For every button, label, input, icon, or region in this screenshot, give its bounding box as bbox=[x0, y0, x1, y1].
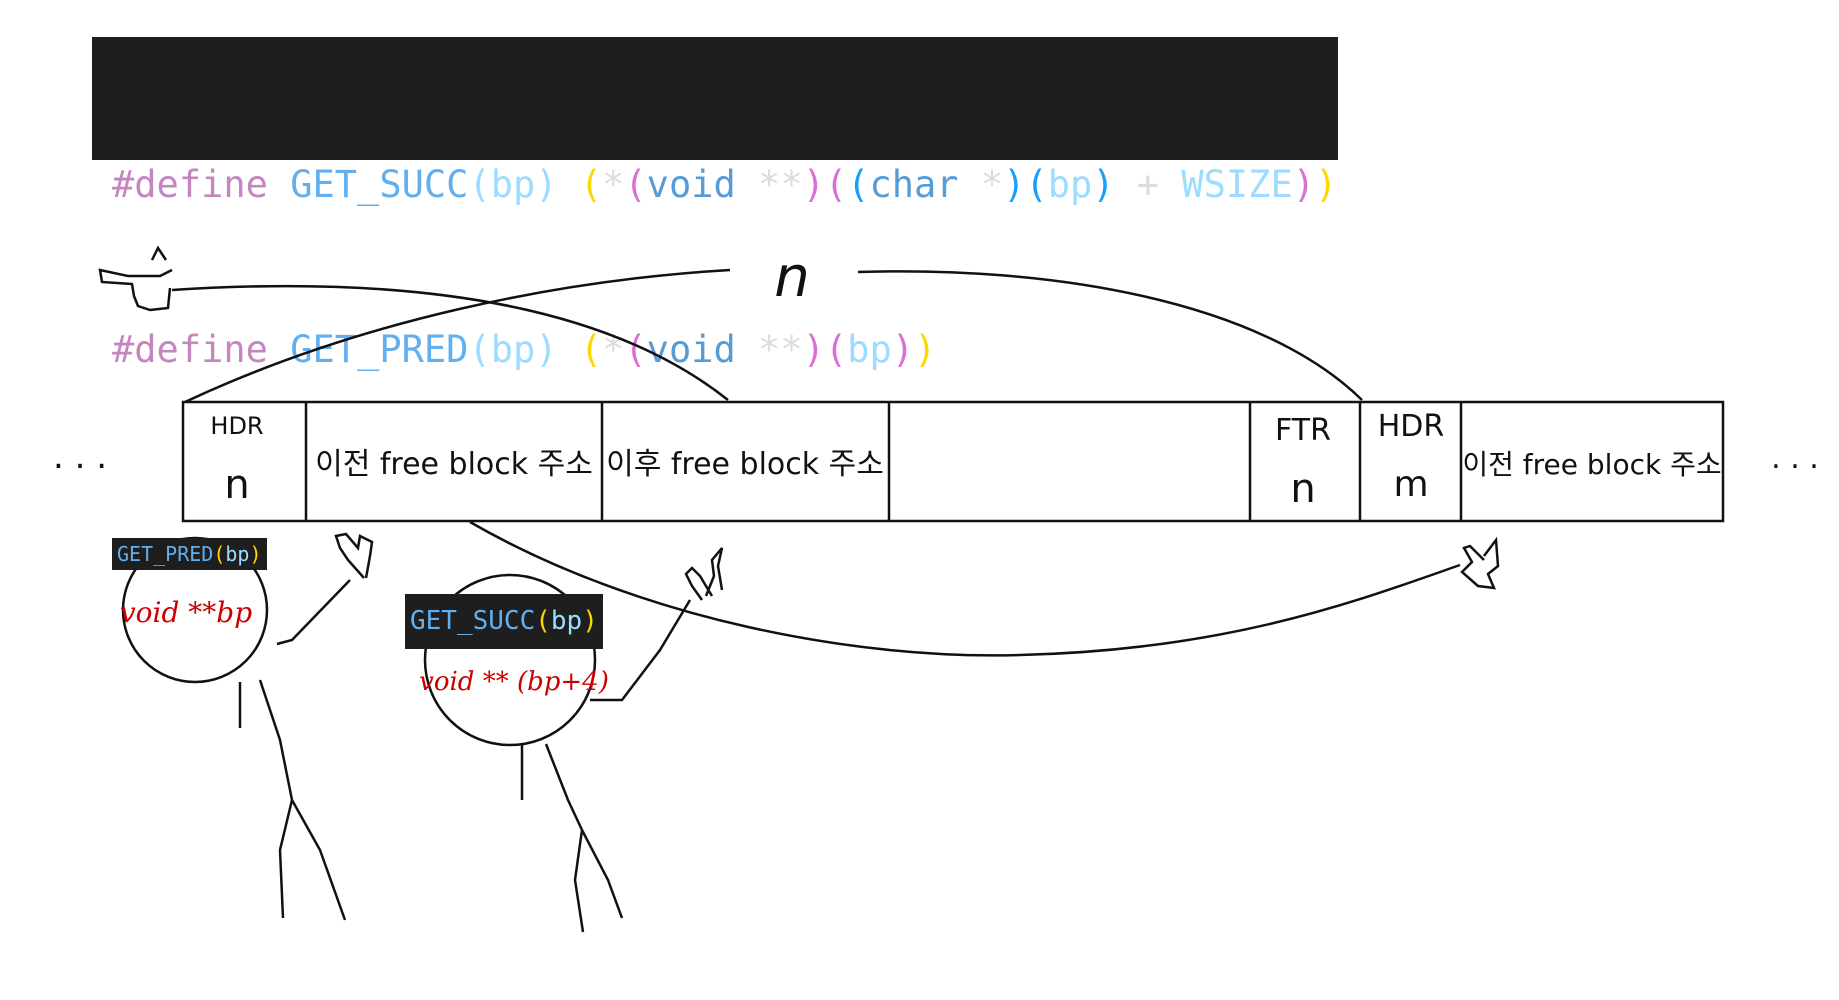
pred-pointer-arc bbox=[171, 284, 729, 401]
cell-ftr-size: n bbox=[1290, 466, 1315, 512]
code-token: ) bbox=[1003, 163, 1026, 206]
macro-tag-succ: GET_SUCC(bp) bbox=[405, 594, 603, 649]
macro-name-succ: GET_SUCC bbox=[290, 163, 469, 206]
succ-pointer-arc bbox=[469, 520, 1461, 657]
code-token: ( bbox=[579, 163, 603, 206]
pointing-hand-icon bbox=[684, 547, 724, 601]
code-token: bp bbox=[1047, 163, 1093, 206]
strip-outline bbox=[181, 400, 1725, 523]
ellipsis-left: . . . bbox=[53, 437, 107, 477]
figure-body bbox=[544, 743, 584, 831]
code-token: ) bbox=[914, 328, 937, 371]
define-keyword: #define bbox=[112, 163, 268, 206]
pointing-hand-icon bbox=[334, 532, 374, 579]
pointing-hand-icon bbox=[1460, 536, 1500, 590]
macro-tag-fn: GET_SUCC bbox=[410, 606, 536, 636]
macro-tag-close-paren: ) bbox=[582, 606, 598, 636]
code-token: ) bbox=[802, 328, 825, 371]
macro-tag-fn: GET_PRED bbox=[117, 542, 214, 566]
memory-strip bbox=[181, 400, 1725, 523]
macro-args: (bp) bbox=[468, 163, 558, 206]
figure-arm bbox=[590, 599, 692, 702]
define-keyword: #define bbox=[112, 328, 268, 371]
block-size-arc-left bbox=[184, 268, 731, 404]
code-token: ) bbox=[802, 163, 825, 206]
succ-annotation: void ** (bp+4) bbox=[419, 667, 609, 697]
cell-prev-free-label: 이전 free block 주소 bbox=[315, 447, 593, 482]
code-token: * bbox=[958, 163, 1004, 206]
code-token: ) bbox=[1315, 163, 1338, 206]
code-token: * bbox=[602, 163, 625, 206]
macro-tag-close-paren: ) bbox=[249, 542, 262, 566]
code-token: void bbox=[646, 328, 736, 371]
figure-head bbox=[423, 573, 597, 747]
macro-tag-pred: GET_PRED(bp) bbox=[112, 538, 267, 570]
code-token: char bbox=[869, 163, 959, 206]
code-token: ) bbox=[1292, 163, 1316, 206]
code-token: ( bbox=[824, 163, 848, 206]
figure-body bbox=[258, 679, 294, 801]
code-block: #define GET_SUCC(bp) (*(void **)((char *… bbox=[92, 37, 1338, 371]
figure-arm bbox=[276, 579, 351, 646]
macro-tag-open-paren: ( bbox=[535, 606, 551, 636]
cell-ftr-label: FTR bbox=[1275, 413, 1331, 448]
code-token: ** bbox=[735, 163, 803, 206]
code-token: WSIZE bbox=[1181, 163, 1293, 206]
block-size-label: n bbox=[774, 245, 810, 310]
code-token: ( bbox=[624, 328, 647, 371]
pointing-hand-icon bbox=[98, 245, 173, 312]
code-line-succ: #define GET_SUCC(bp) (*(void **)((char *… bbox=[112, 157, 1338, 212]
cell-next-prev-free-label: 이전 free block 주소 bbox=[1462, 448, 1721, 481]
code-token: ( bbox=[579, 328, 603, 371]
figure-leg bbox=[580, 829, 624, 919]
cell-next-hdr-label: HDR bbox=[1378, 409, 1445, 444]
stick-figure-succ bbox=[423, 573, 692, 933]
code-token: ( bbox=[624, 163, 647, 206]
figure-leg bbox=[573, 829, 585, 933]
block-size-arc-right bbox=[857, 270, 1363, 401]
figure-leg bbox=[290, 799, 347, 921]
macro-tag-open-paren: ( bbox=[213, 542, 226, 566]
cell-next-hdr-size: m bbox=[1393, 464, 1428, 505]
cell-next-free-label: 이후 free block 주소 bbox=[606, 447, 884, 482]
pred-annotation: void **bp bbox=[120, 596, 252, 629]
code-token: void bbox=[646, 163, 736, 206]
code-token: ( bbox=[847, 163, 870, 206]
cell-hdr-label: HDR bbox=[210, 412, 263, 440]
code-token: + bbox=[1114, 163, 1182, 206]
code-token: ) bbox=[1092, 163, 1115, 206]
code-token: ( bbox=[824, 328, 848, 371]
code-token: ) bbox=[891, 328, 915, 371]
ellipsis-right: . . . bbox=[1771, 441, 1819, 476]
macro-tag-arg: bp bbox=[225, 542, 250, 566]
code-token: ( bbox=[1025, 163, 1048, 206]
macro-tag-arg: bp bbox=[550, 606, 583, 636]
code-token: bp bbox=[847, 328, 892, 371]
figure-leg bbox=[278, 799, 294, 919]
code-token: ** bbox=[735, 328, 803, 371]
cell-hdr-size: n bbox=[224, 462, 249, 508]
macro-args: (bp) bbox=[468, 328, 558, 371]
